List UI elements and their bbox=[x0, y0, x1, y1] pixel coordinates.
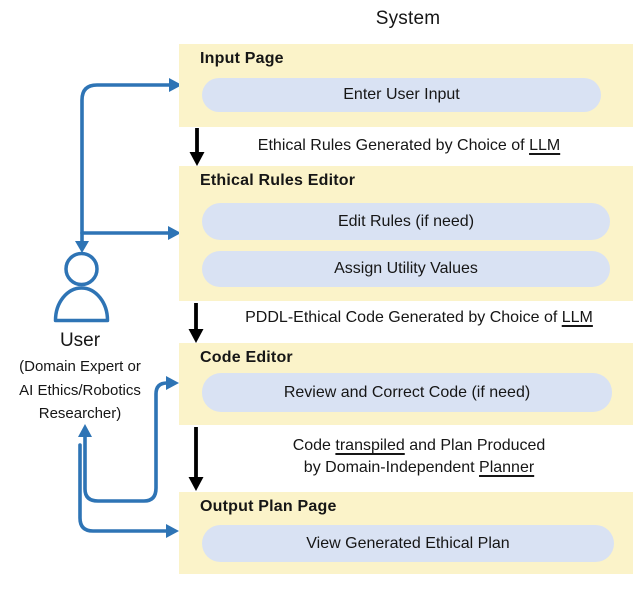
user-description-line-3: Researcher) bbox=[38, 405, 122, 422]
user-label: User bbox=[59, 330, 101, 351]
panel-input-page: Input Page Enter User Input bbox=[179, 44, 633, 127]
panel-ethical-rules-editor: Ethical Rules Editor Edit Rules (if need… bbox=[179, 166, 633, 301]
label-underlined-term: LLM bbox=[561, 309, 593, 326]
user-icon bbox=[53, 251, 110, 323]
transition-label-rules-generated: Ethical Rules Generated by Choice of LLM bbox=[258, 137, 560, 155]
label-underlined-term: LLM bbox=[529, 137, 561, 154]
label-line-2: by Domain-Independent Planner bbox=[303, 459, 535, 476]
arrow-input-to-rules bbox=[189, 128, 205, 166]
review-correct-code-button: Review and Correct Code (if need) bbox=[202, 373, 612, 412]
output-plan-page-header: Output Plan Page bbox=[200, 498, 337, 515]
panel-code-editor: Code Editor Review and Correct Code (if … bbox=[179, 343, 633, 425]
code-editor-header: Code Editor bbox=[200, 349, 293, 366]
arrow-rules-to-code bbox=[188, 303, 204, 343]
view-generated-plan-button: View Generated Ethical Plan bbox=[202, 525, 614, 562]
edit-rules-button: Edit Rules (if need) bbox=[202, 203, 610, 240]
input-page-header: Input Page bbox=[200, 50, 284, 67]
transition-label-code-generated: PDDL-Ethical Code Generated by Choice of… bbox=[245, 309, 593, 327]
panel-output-plan-page: Output Plan Page View Generated Ethical … bbox=[179, 492, 633, 574]
diagram-title: System bbox=[375, 8, 441, 29]
arrow-code-to-output bbox=[188, 427, 204, 491]
arrow-user-to-rules-editor bbox=[80, 226, 181, 240]
user-description: (Domain Expert or AI Ethics/Robotics Res… bbox=[19, 355, 141, 426]
label-text: Ethical Rules Generated by Choice of bbox=[257, 137, 530, 154]
arrow-user-to-input-page bbox=[75, 78, 182, 253]
arrow-user-to-output-page bbox=[78, 443, 179, 538]
label-text: PDDL-Ethical Code Generated by Choice of bbox=[245, 309, 562, 326]
enter-user-input-button: Enter User Input bbox=[202, 78, 601, 112]
assign-utility-values-button: Assign Utility Values bbox=[202, 251, 610, 287]
label-line-1: Code transpiled and Plan Produced bbox=[292, 437, 546, 454]
user-description-line-2: AI Ethics/Robotics bbox=[19, 381, 141, 399]
user-description-line-1: (Domain Expert or bbox=[19, 358, 141, 375]
transition-label-plan-produced: Code transpiled and Plan Produced by Dom… bbox=[293, 435, 546, 479]
ethical-rules-editor-header: Ethical Rules Editor bbox=[200, 172, 356, 189]
